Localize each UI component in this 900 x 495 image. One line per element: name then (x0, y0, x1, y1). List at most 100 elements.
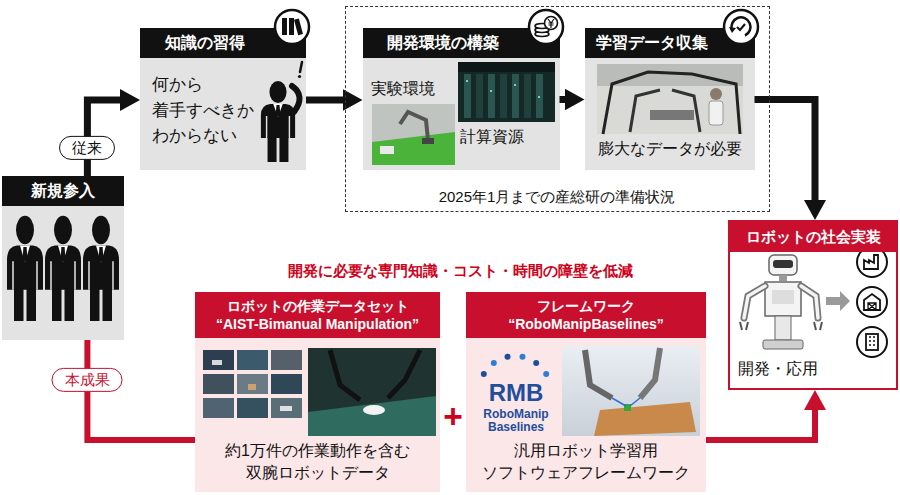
simulation-image (585, 350, 612, 398)
coin-icon (548, 19, 554, 28)
text-slot: 何から 着手すべきか わからない (152, 72, 260, 149)
process-box: 開発環境の構築実験環境計算資源 (363, 28, 560, 170)
server-photo (536, 74, 543, 118)
text-slot: RMB (474, 380, 558, 406)
confused-person (292, 86, 300, 112)
photo-label: 計算資源 (460, 126, 555, 148)
robot-illustration (775, 316, 791, 340)
region-caption: 2025年1月までの産総研の準備状況 (346, 187, 768, 207)
dataset-photos (330, 350, 360, 400)
dataset-photos (271, 398, 302, 418)
coin-icon (545, 17, 558, 30)
robot-illustration (773, 260, 793, 268)
server-photo (488, 74, 495, 118)
server-photo (466, 80, 468, 82)
box-fill (585, 28, 755, 170)
rmb-logo (505, 354, 511, 360)
lab-photo (372, 104, 455, 165)
rmb-logo (533, 360, 539, 366)
text-slot: 実験環境 (371, 78, 451, 100)
box-fill (466, 292, 706, 492)
server-photo (490, 90, 492, 92)
dataset-photos (203, 398, 234, 418)
text-slot: 汎用ロボット学習用 ソフトウェアフレームワーク (466, 440, 706, 483)
coin-icon (529, 10, 563, 44)
newcomer-people (45, 216, 81, 321)
text-slot: RoboManip Baselines (478, 408, 554, 434)
cycle-icon (724, 10, 758, 44)
dataset-photos (203, 350, 234, 370)
box-heading: 知識の習得 (140, 28, 270, 58)
robot-illustration (779, 275, 787, 281)
barn-icon (868, 303, 876, 310)
dataset-photos (308, 348, 436, 436)
result-box: ロボットの作業データセット “AIST-Bimanual Manipulatio… (195, 292, 440, 492)
newcomer-people (7, 216, 119, 321)
robot-illustration (744, 286, 765, 318)
process-box: 学習データ収集膨大なデータが必要 (585, 28, 755, 170)
cycle-icon (724, 10, 758, 44)
confused-person (261, 62, 302, 162)
text-slot: 新規参入 (2, 176, 124, 206)
edge-label-pill: 本成果 (52, 368, 123, 392)
logo-text: RoboManip Baselines (478, 408, 554, 434)
box-fill (728, 220, 898, 390)
lab-photo (400, 112, 428, 140)
barn-icon (857, 287, 887, 317)
box-body: 何から 着手すべきか わからない (152, 72, 260, 149)
rmb-logo (491, 360, 497, 366)
grey-arrow (826, 291, 850, 311)
connector-arrow (306, 97, 349, 104)
robot-illustration (801, 286, 818, 318)
cycle-icon (729, 27, 736, 33)
server-photo (500, 74, 507, 118)
dataset-photos (388, 350, 420, 398)
cycle-icon (737, 24, 745, 30)
dataset-photos (248, 384, 256, 390)
logo-text: RMB (474, 380, 558, 406)
box-fill (140, 28, 306, 170)
data-collection-photo (710, 88, 722, 100)
barn-icon (857, 287, 887, 317)
server-photo (512, 74, 519, 118)
simulation-image (562, 346, 700, 436)
headline-note: 開発に必要な専門知識・コスト・時間の障壁を低減 (200, 261, 720, 281)
server-photo (514, 84, 516, 86)
building-icon (857, 327, 887, 357)
text-slot: 計算資源 (460, 126, 555, 148)
simulation-image (562, 346, 700, 436)
coin-icon (529, 10, 563, 44)
simulation-image (612, 398, 640, 406)
connector-arrow (560, 96, 571, 103)
connector-arrow (706, 404, 815, 440)
newcomer-people (83, 216, 119, 321)
dataset-photos (237, 374, 268, 394)
box-fill (195, 292, 440, 492)
server-photo (458, 62, 555, 122)
box-heading: 開発環境の構築 (363, 28, 524, 58)
server-photo (524, 74, 531, 118)
simulation-image (640, 348, 660, 398)
book-icon (275, 10, 309, 44)
book-icon (275, 10, 309, 44)
lab-photo (380, 146, 394, 154)
cycle-icon (731, 17, 750, 35)
robot-illustration (740, 255, 822, 349)
dataset-photos (363, 405, 385, 415)
rmb-logo (520, 354, 526, 360)
robot-illustration (769, 255, 797, 275)
dataset-photos (271, 374, 302, 394)
text-slot: 開発・応用 (738, 358, 838, 380)
edge-label-pill: 従来 (59, 136, 115, 160)
dataset-photos (203, 374, 234, 394)
server-photo (476, 74, 483, 118)
dataset-photos (237, 350, 268, 370)
dashed-region: 2025年1月までの産総研の準備状況開発環境の構築実験環境計算資源学習データ収集… (345, 6, 770, 212)
connectors (87, 100, 815, 441)
text-slot: 学習データ収集 (585, 28, 719, 58)
text-slot: 開発に必要な専門知識・コスト・時間の障壁を低減 (200, 261, 720, 281)
goal-box: ロボットの社会実装開発・応用 (728, 220, 898, 390)
data-collection-photo (630, 90, 700, 132)
box-heading: ロボットの社会実装 (730, 222, 896, 252)
dataset-photos (280, 406, 292, 411)
